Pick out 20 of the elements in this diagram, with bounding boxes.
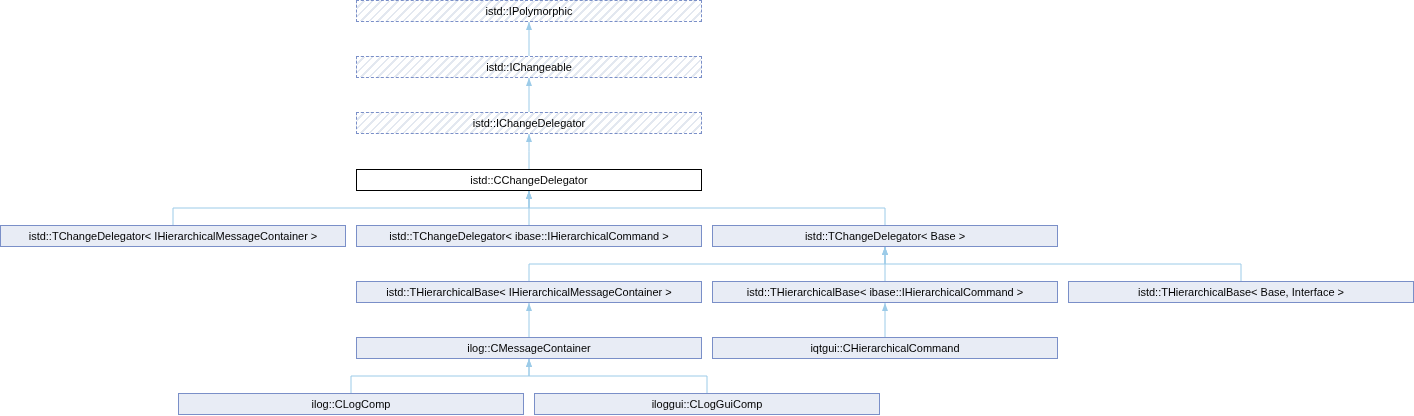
class-box: istd::THierarchicalBase< IHierarchicalMessageContainer > xyxy=(356,281,702,303)
interface-box: istd::IChangeDelegator xyxy=(356,112,702,134)
class-box: istd::TChangeDelegator< IHierarchicalMessageContainer > xyxy=(0,225,346,247)
class-box: istd::THierarchicalBase< ibase::IHierarchicalCommand > xyxy=(712,281,1058,303)
inheritance-arrow xyxy=(526,358,708,394)
class-box: istd::CChangeDelegator xyxy=(356,169,702,191)
inheritance-arrow xyxy=(526,77,532,113)
interface-box: istd::IChangeable xyxy=(356,56,702,78)
inheritance-arrow xyxy=(882,302,888,338)
class-box: iqtgui::CHierarchicalCommand xyxy=(712,337,1058,359)
class-box: istd::TChangeDelegator< ibase::IHierarchicalCommand > xyxy=(356,225,702,247)
class-box: ilog::CLogComp xyxy=(178,393,524,415)
class-box: istd::THierarchicalBase< Base, Interface > xyxy=(1068,281,1414,303)
class-box: iloggui::CLogGuiComp xyxy=(534,393,880,415)
inheritance-arrow xyxy=(526,21,532,57)
inheritance-arrow xyxy=(526,302,532,338)
interface-box: istd::IPolymorphic xyxy=(356,0,702,22)
class-box: ilog::CMessageContainer xyxy=(356,337,702,359)
inheritance-arrow xyxy=(526,133,532,170)
class-box: istd::TChangeDelegator< Base > xyxy=(712,225,1058,247)
